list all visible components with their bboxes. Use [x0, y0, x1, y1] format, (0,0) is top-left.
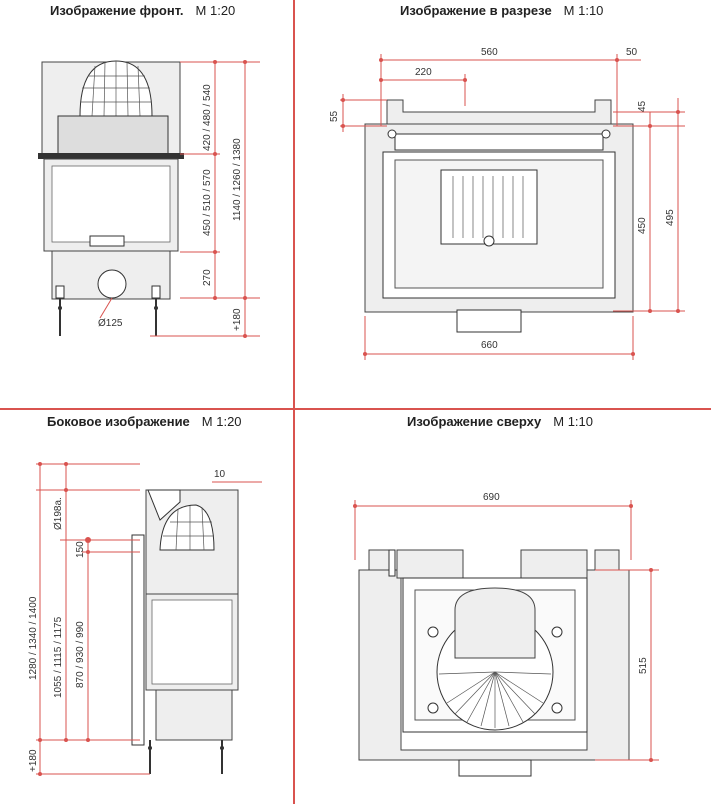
dim-side-top-right: 10	[214, 469, 226, 480]
handle	[89, 235, 125, 247]
dim-section-inner-h: 450	[637, 217, 648, 234]
dim-section-top-right: 45	[637, 100, 648, 112]
section-view-drawing: 560 220 50 55 45 450 495 660	[329, 47, 685, 360]
dim-side-mid: 1055 / 1115 / 1175	[53, 616, 64, 698]
dim-top-depth: 515	[638, 657, 649, 674]
vertical-divider	[293, 0, 295, 804]
pipe-outlet	[97, 269, 127, 299]
section-dimensions	[340, 54, 685, 360]
dim-front-pipe: Ø125	[98, 318, 123, 329]
collar	[57, 115, 169, 155]
side-view-drawing: 10 Ø198a. 150 1280 / 1340 / 1400 1055 / …	[28, 462, 262, 776]
section-grate	[440, 169, 538, 245]
dim-section-outer-h: 495	[665, 209, 676, 226]
top-ash-tray	[458, 759, 532, 777]
dim-section-width-top: 560	[481, 47, 498, 58]
top-left-hood	[396, 549, 464, 579]
dim-front-total: 1140 / 1260 / 1380	[232, 138, 243, 221]
dim-front-middle: 450 / 510 / 570	[202, 169, 213, 236]
dim-side-spacing: 150	[75, 541, 86, 558]
top-dimensions	[353, 500, 659, 762]
top-frame	[38, 153, 184, 159]
top-right-hood	[520, 549, 588, 579]
front-dimensions	[99, 60, 260, 338]
side-base	[155, 689, 233, 741]
dim-side-total: 1280 / 1340 / 1400	[28, 596, 39, 680]
top-flue-collar	[454, 587, 536, 659]
dim-section-right: 50	[626, 47, 638, 58]
dim-section-width-bottom: 660	[481, 340, 498, 351]
side-panel	[131, 534, 145, 746]
dim-front-legs: +180	[232, 308, 243, 331]
section-ash-tray	[456, 309, 522, 333]
dim-side-low: 870 / 930 / 990	[75, 621, 86, 688]
horizontal-divider	[0, 408, 711, 410]
dim-front-base: 270	[202, 269, 213, 286]
top-view-drawing: 690 515	[353, 492, 659, 777]
dim-front-top: 420 / 480 / 540	[202, 84, 213, 151]
top-rosette-spokes	[438, 671, 552, 728]
front-view-drawing: 420 / 480 / 540 450 / 510 / 570 1140 / 1…	[38, 60, 260, 338]
dim-side-pipe: Ø198a.	[53, 497, 64, 530]
front-view-title: Изображение фронт.M 1:20	[50, 3, 236, 18]
dome-grid	[80, 61, 152, 117]
dim-section-left: 55	[329, 110, 340, 122]
side-dimensions	[36, 462, 262, 776]
section-top-plate	[394, 133, 604, 151]
dim-top-width: 690	[483, 492, 500, 503]
dim-section-offset: 220	[415, 67, 432, 78]
section-top-hood	[386, 99, 612, 127]
dim-side-legs: +180	[28, 749, 39, 772]
